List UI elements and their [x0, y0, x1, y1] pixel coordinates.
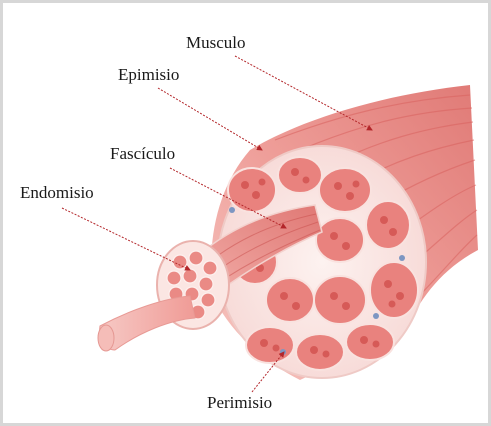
label-musculo: Musculo — [186, 34, 246, 51]
label-endomisio: Endomisio — [20, 184, 94, 201]
pointer-endomisio — [62, 208, 190, 270]
label-epimisio: Epimisio — [118, 66, 179, 83]
label-perimisio: Perimisio — [207, 394, 272, 411]
pointer-epimisio — [158, 88, 262, 150]
label-fasciculo: Fascículo — [110, 145, 175, 162]
fiber-tip-end — [98, 325, 114, 351]
